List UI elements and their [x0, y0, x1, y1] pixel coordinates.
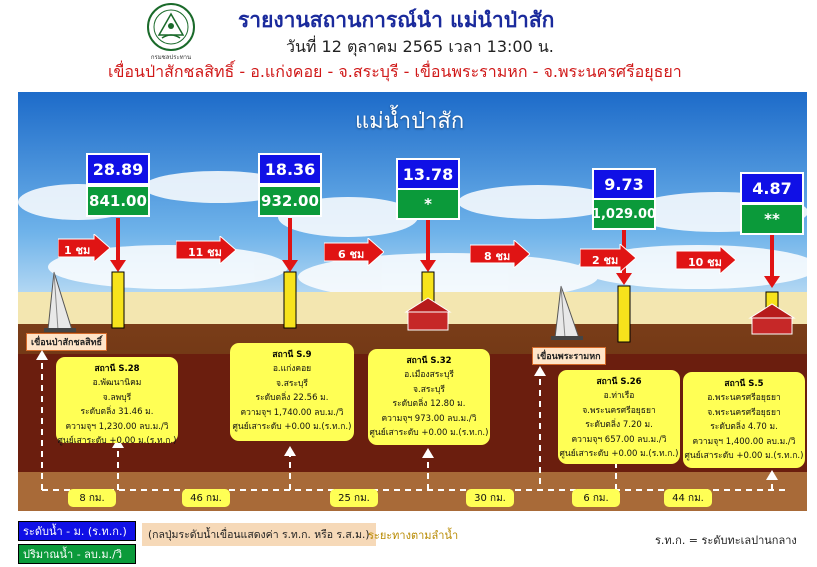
station-capacity: ความจุฯ 973.00 ลบ.ม./วิ	[381, 413, 477, 424]
station-bank-level: ระดับตลิ่ง 31.46 ม.	[80, 407, 154, 418]
station-s9-flow: 932.00	[258, 185, 322, 217]
river-title: แม่น้ำป่าสัก	[355, 109, 465, 134]
station-s5-flow: **	[740, 203, 804, 235]
department-logo	[146, 2, 196, 52]
station-province: จ.สระบุรี	[413, 384, 445, 395]
station-s28-level: 28.89	[86, 153, 150, 185]
station-info-s26: สถานี S.26 อ.ท่าเรือ จ.พระนครศรีอยุธยา ร…	[558, 370, 680, 464]
legend-flow: ปริมาณน้ำ - ลบ.ม./วิ	[18, 544, 136, 564]
station-s9-level: 18.36	[258, 153, 322, 185]
dam-label-pasak: เขื่อนป่าสักชลสิทธิ์	[26, 333, 108, 351]
station-district: อ.เมืองสระบุรี	[404, 370, 454, 381]
distance-4: 30 กม.	[466, 489, 514, 507]
station-info-s28: สถานี S.28 อ.พัฒนานิคม จ.ลพบุรี ระดับตลิ…	[56, 357, 178, 446]
logo-caption: กรมชลประทาน	[150, 54, 192, 61]
report-datetime: วันที่ 12 ตุลาคม 2565 เวลา 13:00 น.	[286, 37, 554, 56]
station-bank-level: ระดับตลิ่ง 4.70 ม.	[710, 422, 778, 433]
station-bank-level: ระดับตลิ่ง 7.20 ม.	[585, 420, 653, 431]
station-capacity: ความจุฯ 657.00 ลบ.ม./วิ	[571, 434, 667, 445]
station-name: สถานี S.9	[272, 350, 312, 360]
travel-time-arrow-3	[323, 236, 385, 270]
travel-time-arrow-1	[57, 232, 111, 266]
station-s32-level: 13.78	[396, 158, 460, 190]
dam-label-pharam6: เขื่อนพระรามหก	[532, 347, 606, 365]
station-datum: ศูนย์เสาระดับ +0.00 ม.(ร.ท.ก.)	[559, 449, 679, 460]
station-s28-flow: 841.00	[86, 185, 150, 217]
station-datum: ศูนย์เสาระดับ +0.00 ม.(ร.ท.ก.)	[57, 436, 177, 447]
station-s5-level: 4.87	[740, 172, 804, 204]
travel-time-4: 8 ชม	[484, 250, 511, 263]
distance-3: 25 กม.	[330, 489, 378, 507]
travel-time-arrow-4	[469, 238, 531, 272]
station-datum: ศูนย์เสาระดับ +0.00 ม.(ร.ท.ก.)	[369, 428, 489, 439]
station-name: สถานี S.28	[94, 364, 140, 374]
station-capacity: ความจุฯ 1,230.00 ลบ.ม./วิ	[65, 421, 169, 432]
station-district: อ.พระนครศรีอยุธยา	[707, 393, 781, 404]
legend-note: (กลปุ่มระดับน้ำเขื่อนแสดงค่า ร.ท.ก. หรือ…	[142, 523, 376, 546]
station-district: อ.ท่าเรือ	[603, 391, 635, 402]
station-info-s5: สถานี S.5 อ.พระนครศรีอยุธยา จ.พระนครศรีอ…	[683, 372, 805, 468]
distance-1: 8 กม.	[68, 489, 116, 507]
station-province: จ.พระนครศรีอยุธยา	[707, 407, 781, 418]
travel-time-3: 6 ชม	[338, 248, 365, 261]
legend-water-level: ระดับน้ำ - ม. (ร.ท.ก.)	[18, 521, 136, 541]
legend-abbreviation: ร.ท.ก. = ระดับทะเลปานกลาง	[655, 534, 797, 547]
station-s26-flow: 1,029.00	[592, 198, 656, 230]
legend-flow-distance: ระยะทางตามลำน้ำ	[368, 529, 459, 542]
station-bank-level: ระดับตลิ่ง 12.80 ม.	[392, 399, 466, 410]
travel-time-6: 10 ชม	[688, 256, 722, 269]
travel-time-1: 1 ชม	[64, 244, 91, 257]
station-bank-level: ระดับตลิ่ง 22.56 ม.	[255, 393, 329, 404]
station-province: จ.สระบุรี	[276, 378, 308, 389]
station-district: อ.พัฒนานิคม	[92, 378, 142, 389]
distance-6: 44 กม.	[664, 489, 712, 507]
travel-time-5: 2 ชม	[592, 254, 619, 267]
dam-icon-pasak	[44, 270, 76, 336]
dam-icon-pharam6	[551, 284, 583, 344]
station-name: สถานี S.32	[406, 356, 452, 366]
station-province: จ.พระนครศรีอยุธยา	[582, 405, 656, 416]
station-capacity: ความจุฯ 1,400.00 ลบ.ม./วิ	[692, 436, 796, 447]
travel-time-arrow-5	[579, 242, 637, 276]
station-datum: ศูนย์เสาระดับ +0.00 ม.(ร.ท.ก.)	[232, 422, 352, 433]
travel-time-arrow-2	[175, 234, 237, 268]
station-province: จ.ลพบุรี	[102, 392, 132, 403]
station-info-s9: สถานี S.9 อ.แก่งคอย จ.สระบุรี ระดับตลิ่ง…	[230, 343, 354, 441]
station-capacity: ความจุฯ 1,740.00 ลบ.ม./วิ	[240, 407, 344, 418]
page-title: รายงานสถานการณ์นํา แม่นําป่าสัก	[238, 8, 555, 32]
station-datum: ศูนย์เสาระดับ +0.00 ม.(ร.ท.ก.)	[684, 451, 804, 462]
station-name: สถานี S.5	[724, 379, 764, 389]
station-s26-level: 9.73	[592, 168, 656, 200]
distance-5: 6 กม.	[572, 489, 620, 507]
route-description: เขื่อนป่าสักชลสิทธิ์ - อ.แก่งคอย - จ.สระ…	[108, 62, 682, 81]
distance-2: 46 กม.	[182, 489, 230, 507]
station-district: อ.แก่งคอย	[272, 364, 312, 375]
station-s32-flow: *	[396, 188, 460, 220]
travel-time-arrow-6	[675, 244, 737, 278]
station-name: สถานี S.26	[596, 377, 642, 387]
station-info-s32: สถานี S.32 อ.เมืองสระบุรี จ.สระบุรี ระดั…	[368, 349, 490, 445]
travel-time-2: 11 ชม	[188, 246, 222, 259]
